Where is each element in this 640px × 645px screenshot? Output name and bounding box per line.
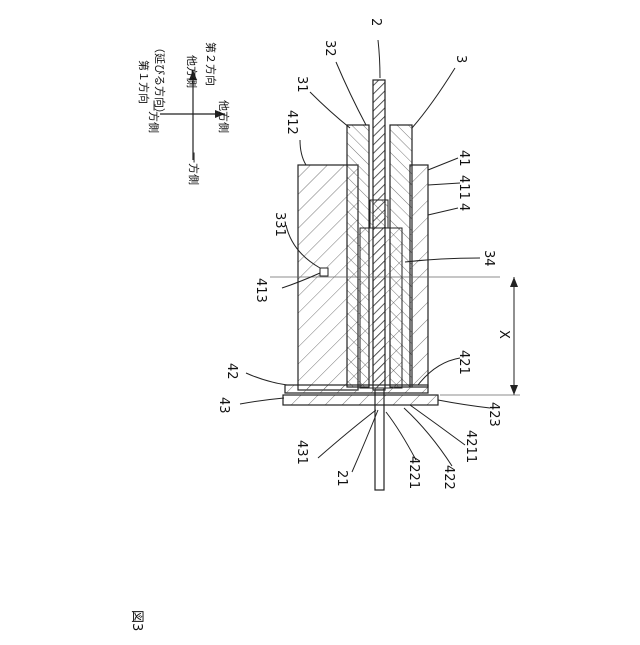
dim-x-arrow-top: [510, 277, 518, 287]
compass-one-side-b: 一方側: [187, 152, 201, 185]
label-4211: 4211: [463, 430, 478, 463]
marker-331: [320, 268, 328, 276]
label-4221: 4221: [406, 456, 421, 489]
label-42: 42: [224, 363, 239, 380]
label-431: 431: [294, 440, 309, 465]
label-43: 43: [216, 397, 231, 414]
plate-43: [283, 395, 438, 405]
label-411: 411: [456, 175, 471, 200]
rod-2: [373, 80, 385, 390]
label-2: 2: [368, 18, 383, 26]
flange-42: [285, 385, 428, 393]
rod-step: [370, 200, 388, 228]
label-32: 32: [322, 40, 337, 57]
label-423: 423: [486, 402, 501, 427]
housing-41: [410, 165, 428, 387]
label-41: 41: [456, 150, 471, 167]
compass-second-dir: 第２方向: [204, 42, 218, 86]
label-21: 21: [334, 470, 349, 487]
label-413: 413: [253, 278, 268, 303]
label-34: 34: [481, 250, 496, 267]
label-422: 422: [441, 465, 456, 490]
compass-other-side-b: 他方側: [217, 100, 231, 133]
label-4: 4: [456, 203, 471, 211]
label-x: X: [496, 330, 511, 339]
compass-one-side-a: 一方側: [147, 100, 161, 133]
label-412: 412: [284, 110, 299, 135]
figure-label: 図3: [129, 610, 144, 631]
label-31: 31: [294, 76, 309, 93]
compass-first-dir: 第１方向: [137, 60, 151, 104]
dim-x-arrow-bottom: [510, 385, 518, 395]
compass-other-side-a: 他方側: [185, 55, 199, 88]
label-331: 331: [272, 212, 287, 237]
label-3: 3: [453, 55, 468, 63]
label-421: 421: [456, 350, 471, 375]
